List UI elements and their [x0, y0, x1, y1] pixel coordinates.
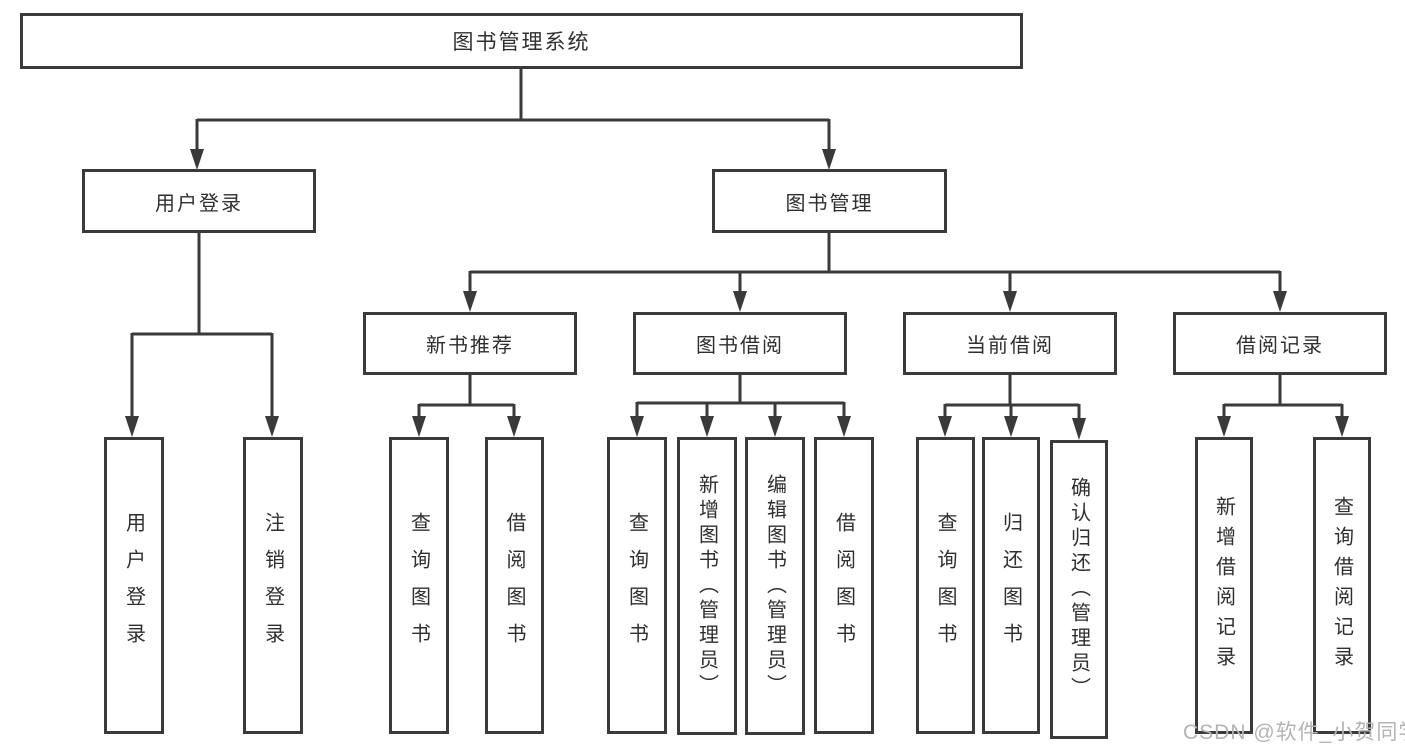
node-logout: 注销登录 — [243, 437, 303, 734]
node-user-login-action: 用户登录 — [104, 437, 164, 734]
node-bb-add-books-admin: 新增图书（管理员） — [677, 437, 737, 735]
node-bb-edit-books-admin: 编辑图书（管理员） — [745, 437, 805, 735]
csdn-watermark: CSDN @软件_小贺同学 — [1183, 721, 1405, 744]
node-new-book-recommend: 新书推荐 — [363, 312, 577, 375]
node-br-query-record: 查询借阅记录 — [1313, 437, 1371, 734]
node-cb-return-books: 归还图书 — [982, 437, 1040, 734]
node-bb-borrow-books: 借阅图书 — [814, 437, 874, 734]
node-cb-confirm-return-admin: 确认归还（管理员） — [1050, 440, 1108, 739]
node-user-login: 用户登录 — [82, 169, 316, 233]
node-book-management: 图书管理 — [712, 169, 947, 233]
node-br-add-record: 新增借阅记录 — [1195, 437, 1253, 734]
node-cb-query-books: 查询图书 — [916, 437, 975, 734]
node-borrow-records: 借阅记录 — [1173, 312, 1387, 375]
node-current-borrow: 当前借阅 — [903, 312, 1117, 375]
node-bb-query-books: 查询图书 — [607, 437, 667, 734]
node-library-management-system: 图书管理系统 — [20, 13, 1023, 69]
node-nbr-borrow-books: 借阅图书 — [485, 437, 544, 734]
node-book-borrow: 图书借阅 — [633, 312, 847, 375]
node-nbr-query-books: 查询图书 — [389, 437, 449, 734]
